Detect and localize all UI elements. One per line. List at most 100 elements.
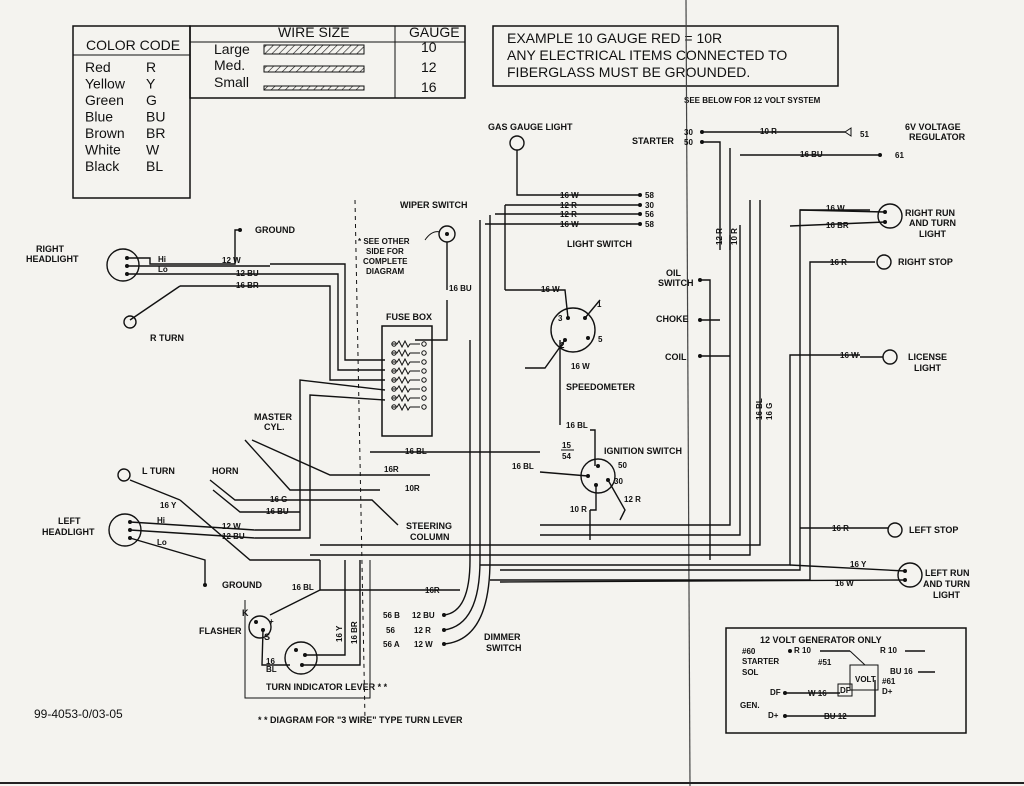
fuse <box>392 366 420 376</box>
voltage-regulator: 6V VOLTAGE REGULATOR <box>905 122 966 142</box>
svg-text:LEFT STOP: LEFT STOP <box>909 525 958 535</box>
svg-text:#51: #51 <box>818 658 832 667</box>
svg-text:12: 12 <box>421 59 437 75</box>
svg-text:SOL: SOL <box>742 668 759 677</box>
fuse <box>392 357 420 367</box>
example-note: EXAMPLE 10 GAUGE RED = 10R ANY ELECTRICA… <box>492 25 839 105</box>
svg-text:16 R: 16 R <box>830 258 847 267</box>
svg-text:REGULATOR: REGULATOR <box>909 132 966 142</box>
starter: STARTER 30 50 10 R 16 BU 61 51 12 R 10 R <box>632 127 904 250</box>
svg-text:30: 30 <box>614 477 623 486</box>
svg-text:56: 56 <box>386 626 395 635</box>
svg-text:LIGHT SWITCH: LIGHT SWITCH <box>567 239 632 249</box>
svg-text:16 Y: 16 Y <box>160 501 177 510</box>
svg-text:10 R: 10 R <box>730 228 739 245</box>
svg-text:56: 56 <box>645 210 654 219</box>
svg-text:CYL.: CYL. <box>264 422 285 432</box>
ignition-switch: IGNITION SWITCH 16 BL 15 54 50 30 12 R 1… <box>512 340 682 521</box>
svg-text:D+: D+ <box>882 687 893 696</box>
fuse-terminal <box>391 341 397 347</box>
fuse-terminal <box>391 395 397 401</box>
svg-text:WIPER SWITCH: WIPER SWITCH <box>400 200 468 210</box>
color-name: White <box>85 142 121 158</box>
color-code: BU <box>146 109 165 125</box>
fuse-terminal <box>421 368 427 374</box>
svg-text:Lo: Lo <box>158 265 168 274</box>
svg-text:12 W: 12 W <box>222 522 241 531</box>
svg-text:16: 16 <box>421 79 437 95</box>
color-code: G <box>146 92 157 108</box>
gas-gauge-light: GAS GAUGE LIGHT <box>488 122 640 196</box>
svg-text:SPEEDOMETER: SPEEDOMETER <box>566 382 636 392</box>
color-name: Yellow <box>85 76 126 92</box>
fuse <box>392 393 420 403</box>
fuse-terminal <box>391 359 397 365</box>
svg-text:16 G: 16 G <box>765 403 774 420</box>
color-name: Red <box>85 59 111 75</box>
svg-text:Med.: Med. <box>214 57 245 73</box>
fuse-terminal <box>421 359 427 365</box>
svg-text:DIAGRAM: DIAGRAM <box>366 267 405 276</box>
svg-text:SWITCH: SWITCH <box>658 278 694 288</box>
svg-text:COMPLETE: COMPLETE <box>363 257 408 266</box>
svg-text:Lo: Lo <box>157 538 167 547</box>
svg-text:16 W: 16 W <box>826 204 845 213</box>
color-name: Green <box>85 92 124 108</box>
fuse-terminal <box>421 377 427 383</box>
horn-label: HORN <box>212 466 239 476</box>
svg-text:16 W: 16 W <box>835 579 854 588</box>
choke: CHOKE <box>656 314 720 324</box>
svg-text:GEN.: GEN. <box>740 701 760 710</box>
svg-text:#60: #60 <box>742 647 756 656</box>
svg-text:DF: DF <box>770 688 781 697</box>
svg-text:58: 58 <box>645 220 654 229</box>
svg-text:16 BU: 16 BU <box>800 150 823 159</box>
svg-text:15: 15 <box>562 441 571 450</box>
svg-text:56 A: 56 A <box>383 640 400 649</box>
svg-text:AND TURN: AND TURN <box>923 579 970 589</box>
right-stop-light: 16 R RIGHT STOP <box>830 254 953 270</box>
svg-text:6V VOLTAGE: 6V VOLTAGE <box>905 122 961 132</box>
ground-label-top: GROUND <box>255 225 295 235</box>
svg-text:16 W: 16 W <box>560 191 579 200</box>
diagram-note: * * DIAGRAM FOR "3 WIRE" TYPE TURN LEVER <box>258 715 463 725</box>
svg-text:DF: DF <box>840 686 851 695</box>
svg-text:EXAMPLE 10 GAUGE RED = 10R: EXAMPLE 10 GAUGE RED = 10R <box>507 30 722 46</box>
svg-text:SEE BELOW FOR 12 VOLT SYSTEM: SEE BELOW FOR 12 VOLT SYSTEM <box>684 96 821 105</box>
color-code: BL <box>146 158 163 174</box>
svg-text:16: 16 <box>266 657 275 666</box>
svg-text:Large: Large <box>214 41 250 57</box>
right-run-turn-light: 16 W 16 BR RIGHT RUN AND TURN LIGHT <box>789 203 956 239</box>
left-run-turn-light: 16 Y 16 W LEFT RUN AND TURN LIGHT <box>499 560 970 600</box>
svg-text:56 B: 56 B <box>383 611 400 620</box>
svg-text:SIDE FOR: SIDE FOR <box>366 247 404 256</box>
fuse-terminal <box>421 404 427 410</box>
svg-text:* SEE OTHER: * SEE OTHER <box>358 237 410 246</box>
svg-text:12 R: 12 R <box>624 495 641 504</box>
fuse-terminal <box>421 341 427 347</box>
svg-text:BL: BL <box>266 665 277 674</box>
svg-text:R 10: R 10 <box>794 646 811 655</box>
svg-text:FLASHER: FLASHER <box>199 626 242 636</box>
see-other-side-note: * SEE OTHER SIDE FOR COMPLETE DIAGRAM <box>358 237 410 276</box>
color-name: Blue <box>85 109 113 125</box>
svg-text:3: 3 <box>558 314 563 323</box>
svg-text:16 BU: 16 BU <box>266 507 289 516</box>
svg-text:L TURN: L TURN <box>142 466 175 476</box>
svg-text:12 R: 12 R <box>414 626 431 635</box>
svg-text:HEADLIGHT: HEADLIGHT <box>42 527 95 537</box>
fuse <box>392 348 420 358</box>
color-code: Y <box>146 76 156 92</box>
left-headlight: LEFT HEADLIGHT Hi Lo 16 Y <box>42 499 320 585</box>
oil-switch: OIL SWITCH <box>658 268 711 560</box>
svg-text:30: 30 <box>645 201 654 210</box>
svg-text:ANY ELECTRICAL ITEMS CONNECTED: ANY ELECTRICAL ITEMS CONNECTED TO <box>507 47 787 63</box>
color-name: Black <box>85 158 120 174</box>
svg-text:STARTER: STARTER <box>632 136 674 146</box>
svg-text:50: 50 <box>618 461 627 470</box>
svg-text:12 R: 12 R <box>715 228 724 245</box>
svg-text:16R: 16R <box>384 465 399 474</box>
fold-line <box>685 0 691 786</box>
